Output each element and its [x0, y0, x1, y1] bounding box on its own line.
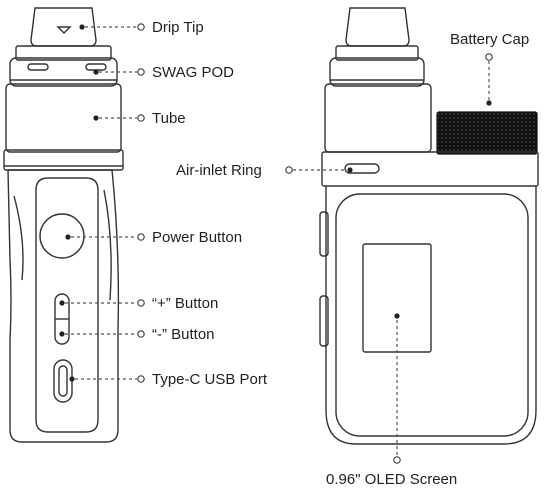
- right-main-body: [325, 186, 537, 445]
- label-battery-cap: Battery Cap: [450, 31, 529, 106]
- pod-window-left: [27, 63, 49, 71]
- label-oled-screen: 0.96" OLED Screen: [326, 313, 457, 488]
- label-usb-port: Type-C USB Port: [69, 371, 268, 388]
- power-button-label: Power Button: [152, 229, 242, 246]
- air-inlet-ring-label: Air-inlet Ring: [176, 162, 262, 179]
- grip-body: [7, 169, 120, 443]
- front-face-panel: [335, 193, 529, 437]
- air-inlet-slot: [344, 163, 380, 174]
- right-drip-tip: [345, 7, 410, 47]
- side-button-upper: [319, 211, 329, 257]
- label-swag-pod: SWAG POD: [93, 64, 234, 81]
- drip-tip-arrow-icon: [56, 26, 72, 34]
- left-air-ring: [3, 149, 124, 171]
- oled-screen-label: 0.96" OLED Screen: [326, 471, 457, 488]
- air-inlet-ring: [321, 151, 539, 187]
- right-tube: [324, 83, 432, 153]
- pod-window-right: [85, 63, 107, 71]
- swag-pod-label: SWAG POD: [152, 64, 234, 81]
- grip-front-panel: [35, 177, 99, 433]
- tube: [5, 83, 122, 153]
- drip-tip-label: Drip Tip: [152, 19, 204, 36]
- swag-pod-collar: [15, 45, 112, 61]
- battery-cap: [436, 111, 538, 155]
- side-button-lower: [319, 295, 329, 347]
- right-device: [319, 7, 539, 445]
- label-tube: Tube: [93, 110, 186, 127]
- label-power-button: Power Button: [65, 229, 242, 246]
- usb-port-label: Type-C USB Port: [152, 371, 268, 388]
- minus-button-label: “-” Button: [152, 326, 215, 343]
- plus-button-label: “+” Button: [152, 295, 218, 312]
- label-air-inlet-ring: Air-inlet Ring: [176, 162, 353, 179]
- tube-label: Tube: [152, 110, 186, 127]
- power-button[interactable]: [39, 213, 85, 259]
- oled-screen: [362, 243, 432, 353]
- label-minus-button: “-” Button: [59, 326, 215, 343]
- left-device: [3, 7, 124, 443]
- label-plus-button: “+” Button: [59, 295, 218, 312]
- battery-cap-label: Battery Cap: [450, 31, 529, 48]
- label-drip-tip: Drip Tip: [79, 19, 204, 36]
